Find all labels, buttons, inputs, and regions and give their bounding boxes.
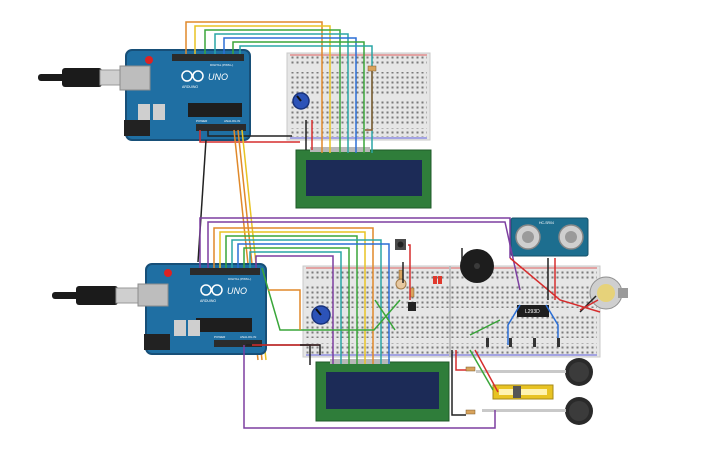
transistor[interactable] xyxy=(408,302,416,311)
arduino-bottom-power-label: POWER xyxy=(214,335,226,339)
arduino-uno-bottom[interactable]: UNO ARDUINO DIGITAL (PWM~) POWER ANALOG … xyxy=(137,263,267,355)
photoresistor[interactable] xyxy=(395,278,407,290)
motor-driver-label: L293D xyxy=(525,309,540,315)
dc-motor[interactable] xyxy=(589,276,628,310)
arduino-top-brand-label: ARDUINO xyxy=(182,85,198,89)
ultrasonic-label: HC-SR04 xyxy=(539,221,554,225)
arduino-bottom-analog-label: ANALOG IN xyxy=(240,335,256,339)
arduino-bottom-digital-label: DIGITAL (PWM~) xyxy=(228,277,251,281)
top-wires xyxy=(185,21,373,153)
breadboard-components xyxy=(433,276,560,347)
arduino-top-analog-label: ANALOG IN xyxy=(224,119,240,123)
potentiometer-bottom[interactable] xyxy=(311,305,331,325)
arduino-bottom-uno-label: UNO xyxy=(227,286,247,296)
usb-cable-top xyxy=(38,68,123,87)
force-sensor-top[interactable] xyxy=(476,358,593,386)
arduino-top-digital-label: DIGITAL (PWM~) xyxy=(210,63,233,67)
lcd-bottom[interactable] xyxy=(315,359,450,422)
arduino-bottom-logo-icon xyxy=(200,284,223,296)
piezo-buzzer[interactable] xyxy=(460,249,494,283)
breadboard-top[interactable] xyxy=(286,52,431,141)
arduino-top-logo-icon xyxy=(181,70,204,82)
arduino-uno-top[interactable]: UNO ARDUINO DIGITAL (PWM~) POWER ANALOG … xyxy=(119,49,251,141)
resistor-top[interactable] xyxy=(367,65,377,72)
motor-driver-ic[interactable]: L293D xyxy=(517,305,549,317)
arduino-top-uno-label: UNO xyxy=(208,72,228,82)
arduino-top-power-label: POWER xyxy=(196,119,208,123)
arduino-bottom-brand-label: ARDUINO xyxy=(200,299,216,303)
usb-cable-bottom xyxy=(52,286,141,305)
potentiometer-top[interactable] xyxy=(292,92,310,110)
slide-potentiometer[interactable] xyxy=(492,384,554,400)
bottom-wires xyxy=(199,217,601,429)
ultrasonic-sensor[interactable]: HC-SR04 xyxy=(510,217,589,257)
resistors-bottom[interactable] xyxy=(398,269,476,415)
push-button[interactable] xyxy=(395,239,406,250)
force-sensor-bottom[interactable] xyxy=(482,397,593,425)
lcd-top[interactable] xyxy=(295,147,432,209)
